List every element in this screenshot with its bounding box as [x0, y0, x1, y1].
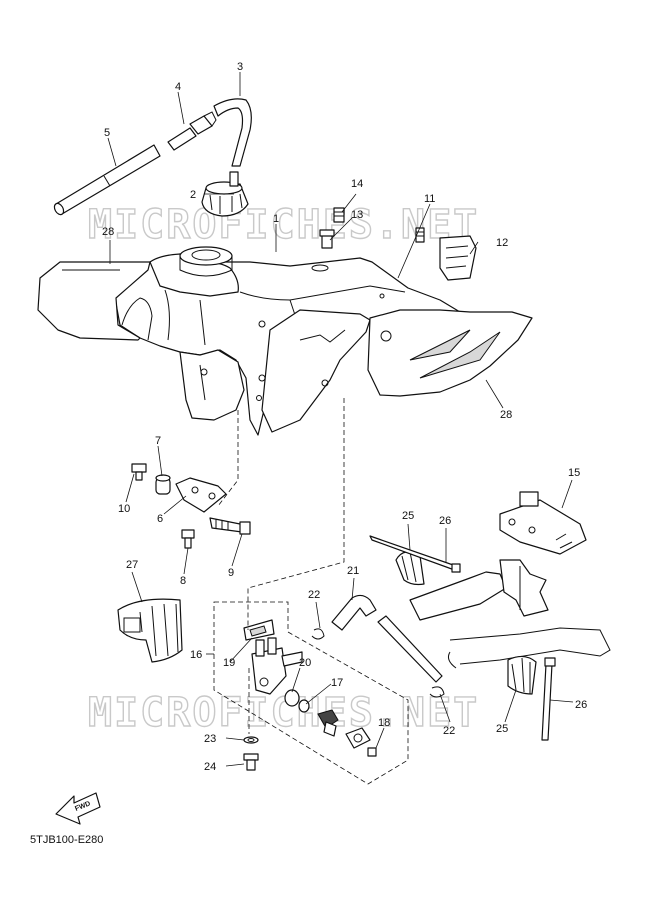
pipe-5 [53, 144, 161, 216]
callout-28-left: 28 [102, 226, 114, 238]
clip-22-upper [311, 628, 325, 640]
band-25-upper [395, 551, 425, 586]
watermark-top: MICROFICHES.NET [88, 202, 479, 248]
collar-7 [155, 474, 171, 495]
band-25-lower [507, 655, 537, 695]
clip-22-lower [429, 686, 445, 698]
callout-19: 19 [223, 657, 235, 669]
left-side-cover [37, 261, 151, 341]
callout-15: 15 [568, 467, 580, 479]
callout-9: 9 [228, 567, 234, 579]
callout-6: 6 [157, 513, 163, 525]
oring-20 [284, 689, 300, 707]
right-side-cover [367, 309, 533, 397]
callout-5: 5 [104, 127, 110, 139]
fuel-cock-group-outline [213, 601, 409, 785]
washer-23 [243, 736, 259, 744]
bolt-10 [131, 463, 147, 481]
callout-26-upper: 26 [439, 515, 451, 527]
callout-22-upper: 22 [308, 589, 320, 601]
callout-25-lower: 25 [496, 723, 508, 735]
callout-2: 2 [190, 189, 196, 201]
leader-lines [107, 72, 574, 767]
clip-12 [439, 235, 477, 281]
bolt-24 [243, 753, 259, 771]
callout-3: 3 [237, 61, 243, 73]
bolt-14 [333, 207, 345, 223]
ref-line-bracket [217, 410, 239, 507]
callout-21: 21 [347, 565, 359, 577]
callout-28-right: 28 [500, 409, 512, 421]
fuel-cock-19 [243, 619, 275, 641]
watermark-bottom: MICROFICHES.NET [88, 690, 479, 736]
screw-11 [415, 227, 425, 243]
bolt-8 [181, 529, 195, 549]
joint-4 [167, 111, 217, 151]
screw-13 [319, 229, 335, 249]
callout-1: 1 [273, 213, 279, 225]
ref-line-cock [247, 398, 345, 630]
breather-hose-3 [213, 98, 252, 167]
tie-26-upper [369, 535, 461, 573]
callout-8: 8 [180, 575, 186, 587]
callout-17: 17 [331, 677, 343, 689]
knob-part [317, 709, 339, 737]
callout-7: 7 [155, 435, 161, 447]
fwd-arrow-icon: FWD [55, 792, 101, 825]
callout-4: 4 [175, 81, 181, 93]
callout-25-upper: 25 [402, 510, 414, 522]
fuel-tank [114, 246, 471, 436]
frame-section [409, 559, 611, 669]
callout-18: 18 [378, 717, 390, 729]
callout-16: 16 [190, 649, 202, 661]
callout-12: 12 [496, 237, 508, 249]
protector-27 [117, 598, 183, 663]
fuel-hose-21 [331, 594, 443, 683]
callout-14: 14 [351, 178, 363, 190]
damper-15 [499, 491, 587, 555]
callout-13: 13 [351, 209, 363, 221]
callout-11: 11 [424, 193, 435, 205]
oring-17 [298, 699, 310, 713]
callout-22-lower: 22 [443, 725, 455, 737]
fuel-cock-body [251, 637, 303, 695]
bracket-6 [175, 477, 227, 513]
callout-23: 23 [204, 733, 216, 745]
callout-26-lower: 26 [575, 699, 587, 711]
bolt-9 [209, 517, 251, 535]
tie-26-lower [541, 657, 556, 741]
plate-18 [345, 727, 377, 757]
fuel-cap-2 [201, 171, 249, 217]
callout-24: 24 [204, 761, 216, 773]
callout-27: 27 [126, 559, 138, 571]
drawing-code: 5TJB100-E280 [30, 834, 103, 846]
callout-10: 10 [118, 503, 130, 515]
callout-20: 20 [299, 657, 311, 669]
